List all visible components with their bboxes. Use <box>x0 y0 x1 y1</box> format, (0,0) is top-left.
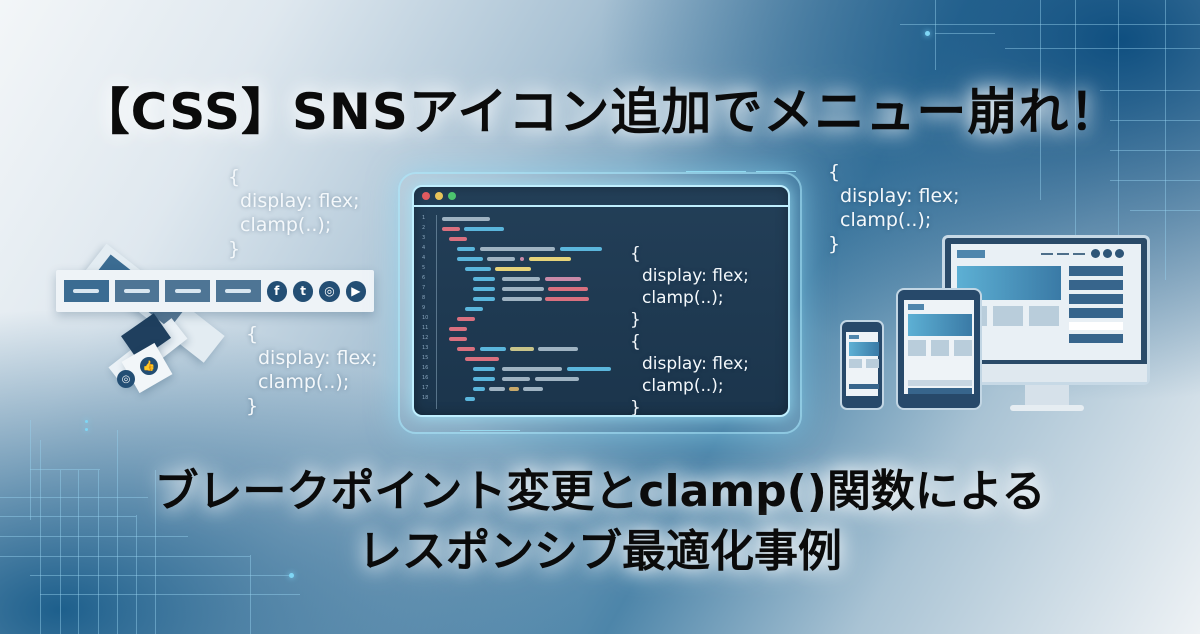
snippet-line-display: display: flex; <box>642 354 749 374</box>
close-brace: } <box>228 238 241 260</box>
navigation-bar-mockup: f t ◎ ▶ <box>56 270 374 312</box>
snippet-line-display: display: flex; <box>642 266 749 286</box>
editor-titlebar <box>414 187 788 207</box>
subtitle-line-2: レスポンシブ最適化事例 <box>358 526 842 577</box>
snippet-line-display: display: flex; <box>240 190 360 212</box>
css-snippet-right: { display: flex; clamp(..); } <box>828 160 960 256</box>
menu-item-block <box>114 280 160 302</box>
open-brace: { <box>246 323 259 345</box>
thumbs-up-icon: 👍 <box>140 357 158 375</box>
banner-title: 【CSS】SNSアイコン追加でメニュー崩れ！ <box>79 83 1121 141</box>
youtube-icon: ▶ <box>345 280 366 302</box>
facebook-icon: f <box>266 280 287 302</box>
maximize-dot-icon <box>448 192 456 200</box>
snippet-line-display: display: flex; <box>840 185 960 207</box>
close-brace: } <box>630 398 641 417</box>
smartphone-mockup <box>840 320 884 410</box>
monitor-base <box>1010 405 1084 411</box>
instagram-icon-fallen: ◎ <box>117 370 135 388</box>
monitor-stand <box>1025 385 1069 407</box>
code-area: 1 2 3 4 4 5 6 7 8 9 10 11 12 13 15 16 16… <box>422 215 749 417</box>
css-snippet-left-bottom: { display: flex; clamp(..); } <box>246 322 378 418</box>
snippet-line-clamp: clamp(..); <box>258 371 350 393</box>
snippet-line-display: display: flex; <box>258 347 378 369</box>
close-brace: } <box>828 233 841 255</box>
open-brace: { <box>228 166 241 188</box>
instagram-icon: ◎ <box>319 280 340 302</box>
code-editor-window: 1 2 3 4 4 5 6 7 8 9 10 11 12 13 15 16 16… <box>412 185 790 417</box>
open-brace: { <box>630 244 641 264</box>
minimize-dot-icon <box>435 192 443 200</box>
banner-subtitle: ブレークポイント変更とclamp()関数による レスポンシブ最適化事例 <box>0 462 1200 582</box>
subtitle-line-1: ブレークポイント変更とclamp()関数による <box>154 466 1046 517</box>
editor-glow-frame <box>398 172 802 434</box>
menu-item-block <box>215 280 261 302</box>
snippet-line-clamp: clamp(..); <box>840 209 932 231</box>
open-brace: { <box>630 332 641 352</box>
css-snippet-left-top: { display: flex; clamp(..); } <box>228 165 360 261</box>
menu-item-block <box>165 280 210 302</box>
editor-snippet-1: { display: flex; clamp(..); } <box>630 243 749 331</box>
twitter-icon: t <box>292 280 314 302</box>
close-dot-icon <box>422 192 430 200</box>
tablet-mockup <box>896 288 982 410</box>
snippet-line-clamp: clamp(..); <box>642 288 724 308</box>
snippet-line-clamp: clamp(..); <box>642 376 724 396</box>
snippet-line-clamp: clamp(..); <box>240 214 332 236</box>
editor-snippet-2: { display: flex; clamp(..); } <box>630 331 749 417</box>
menu-item-block <box>64 280 109 302</box>
close-brace: } <box>246 395 259 417</box>
close-brace: } <box>630 310 641 330</box>
open-brace: { <box>828 161 841 183</box>
